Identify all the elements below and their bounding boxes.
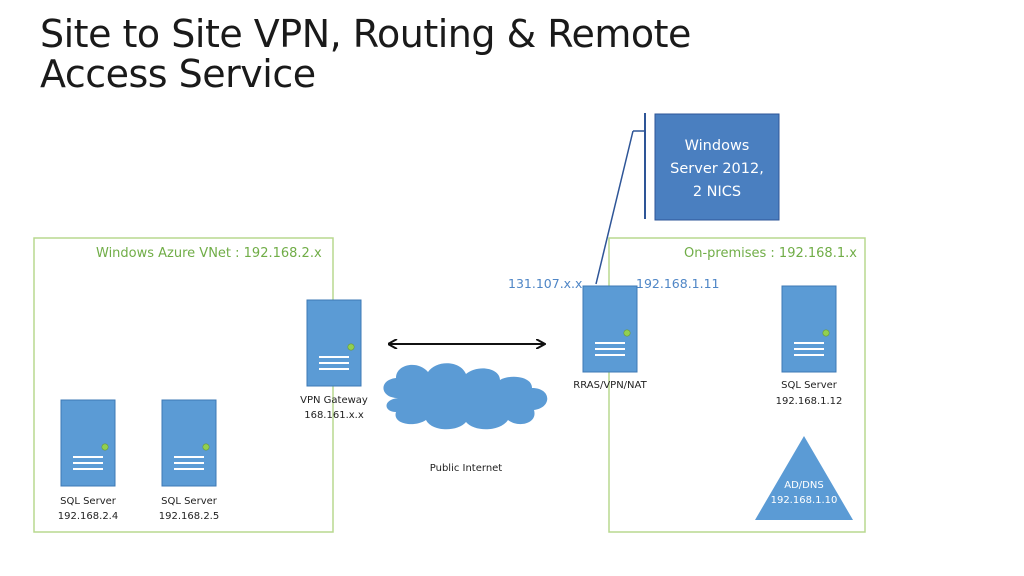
- ad-dns-name: AD/DNS: [784, 480, 823, 491]
- azure-sql-2-ip: 192.168.2.5: [159, 511, 219, 522]
- vpn-gateway-ip: 168.161.x.x: [304, 410, 364, 421]
- callout-line-3: 2 NICS: [693, 184, 741, 200]
- internet-label: Public Internet: [430, 463, 503, 474]
- callout-box: [654, 113, 780, 221]
- callout: Windows Server 2012, 2 NICS: [595, 113, 780, 285]
- azure-sql-1-name: SQL Server: [60, 496, 117, 507]
- onprem-label: On-premises : 192.168.1.x: [684, 246, 857, 261]
- azure-vnet-label: Windows Azure VNet : 192.168.2.x: [96, 246, 322, 261]
- onprem-sql-server: SQL Server 192.168.1.12: [776, 285, 843, 407]
- callout-line-2: Server 2012,: [670, 161, 764, 177]
- onprem-frame: On-premises : 192.168.1.x: [608, 237, 866, 533]
- page-title: Site to Site VPN, Routing & Remote Acces…: [40, 14, 800, 94]
- callout-line-1: Windows: [685, 138, 750, 154]
- onprem-sql-ip: 192.168.1.12: [776, 396, 843, 407]
- rras-public-ip: 131.107.x.x: [508, 276, 582, 291]
- triangle-icon: [755, 436, 853, 520]
- rras-server: RRAS/VPN/NAT: [573, 285, 648, 391]
- server-icon: [60, 399, 116, 487]
- rras-name: RRAS/VPN/NAT: [573, 380, 647, 391]
- rras-private-ip: 192.168.1.11: [636, 276, 720, 291]
- title-line-1: Site to Site VPN, Routing & Remote: [40, 12, 691, 56]
- azure-sql-2-name: SQL Server: [161, 496, 218, 507]
- onprem-sql-name: SQL Server: [781, 380, 838, 391]
- azure-sql-server-2: SQL Server 192.168.2.5: [159, 399, 219, 522]
- title-line-2: Access Service: [40, 52, 316, 96]
- azure-sql-1-ip: 192.168.2.4: [58, 511, 118, 522]
- server-icon: [582, 285, 638, 373]
- server-icon: [161, 399, 217, 487]
- internet-cloud-icon: [383, 363, 548, 430]
- ad-dns-ip: 192.168.1.10: [771, 495, 838, 506]
- vpn-gateway-server: VPN Gateway 168.161.x.x: [300, 299, 368, 421]
- callout-pointer: [595, 130, 634, 285]
- azure-sql-server-1: SQL Server 192.168.2.4: [58, 399, 118, 522]
- ad-dns-node: AD/DNS 192.168.1.10: [755, 436, 853, 520]
- vpn-gateway-name: VPN Gateway: [300, 395, 368, 406]
- server-icon: [306, 299, 362, 387]
- azure-vnet-frame: Windows Azure VNet : 192.168.2.x: [33, 237, 334, 533]
- server-icon: [781, 285, 837, 373]
